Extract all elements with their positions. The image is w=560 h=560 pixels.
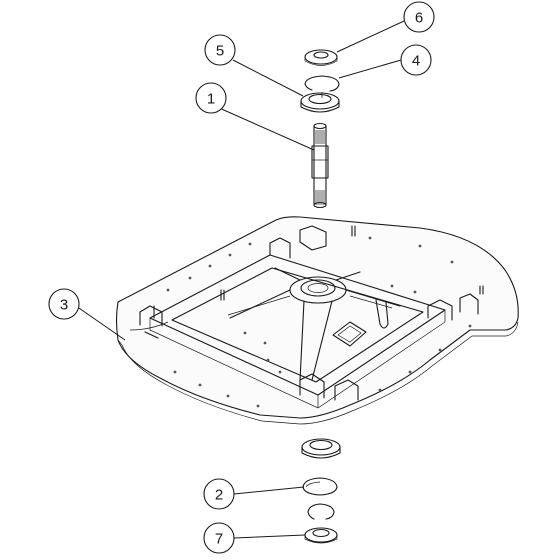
callout-circle (203, 478, 235, 510)
callout-label: 6 (415, 10, 423, 27)
circlip-bottom (307, 503, 335, 520)
square-cutout (332, 321, 367, 347)
callout-3: 3 (48, 288, 80, 320)
callout-label: 2 (215, 487, 223, 504)
circlip-bottom-2 (302, 477, 338, 496)
leader-lines (75, 20, 405, 539)
callout-5: 5 (204, 34, 236, 66)
callout-label: 1 (207, 91, 215, 108)
seal-bottom (304, 527, 338, 544)
mounting-brackets (139, 225, 479, 401)
callout-circle (203, 522, 235, 554)
base-plate (115, 216, 519, 425)
callout-label: 5 (216, 43, 224, 60)
callout-7: 7 (203, 522, 235, 554)
callout-2: 2 (203, 478, 235, 510)
callout-circle (48, 288, 80, 320)
callout-circle (204, 34, 236, 66)
callout-label: 4 (412, 53, 420, 70)
callout-label: 7 (215, 531, 223, 548)
callout-circle (403, 1, 435, 33)
shaft (311, 122, 329, 209)
bearing-top (300, 92, 340, 113)
callout-circle (400, 44, 432, 76)
bearing-bottom (301, 438, 341, 459)
callout-4: 4 (400, 44, 432, 76)
hub (227, 267, 401, 381)
callout-circle (195, 82, 227, 114)
seal-top (304, 49, 338, 66)
callout-bubbles: 1 2 3 4 5 6 7 (48, 1, 435, 554)
callout-6: 6 (403, 1, 435, 33)
bolt-holes (166, 236, 472, 408)
callout-1: 1 (195, 82, 227, 114)
callout-label: 3 (60, 297, 68, 314)
